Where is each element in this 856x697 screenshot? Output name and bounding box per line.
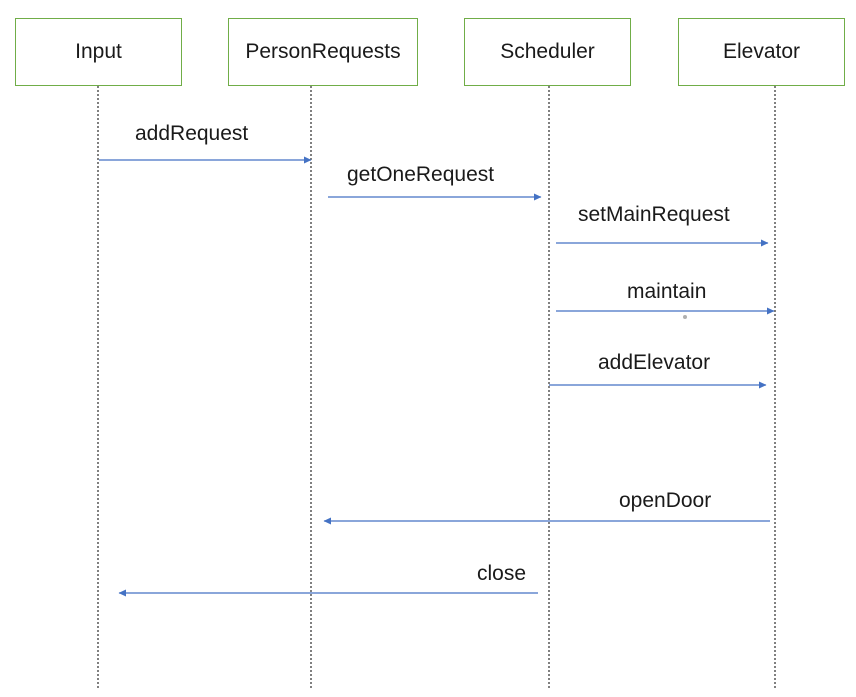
participant-elevator: Elevator bbox=[678, 18, 845, 86]
participant-label: Scheduler bbox=[500, 40, 595, 63]
message-label-close: close bbox=[477, 562, 527, 585]
stray-dot bbox=[683, 315, 687, 319]
participant-personrequests: PersonRequests bbox=[228, 18, 418, 86]
participant-input: Input bbox=[15, 18, 182, 86]
participant-label: Elevator bbox=[722, 40, 801, 63]
message-label-addrequest: addRequest bbox=[135, 122, 249, 145]
participant-label: PersonRequests bbox=[245, 40, 401, 63]
message-label-setmainrequest: setMainRequest bbox=[578, 203, 730, 226]
message-label-addelevator: addElevator bbox=[598, 351, 711, 374]
participant-label: Input bbox=[75, 40, 122, 63]
message-label-opendoor: openDoor bbox=[619, 489, 712, 512]
message-label-maintain: maintain bbox=[627, 280, 707, 303]
participant-scheduler: Scheduler bbox=[464, 18, 631, 86]
message-label-getonerequest: getOneRequest bbox=[347, 163, 495, 186]
